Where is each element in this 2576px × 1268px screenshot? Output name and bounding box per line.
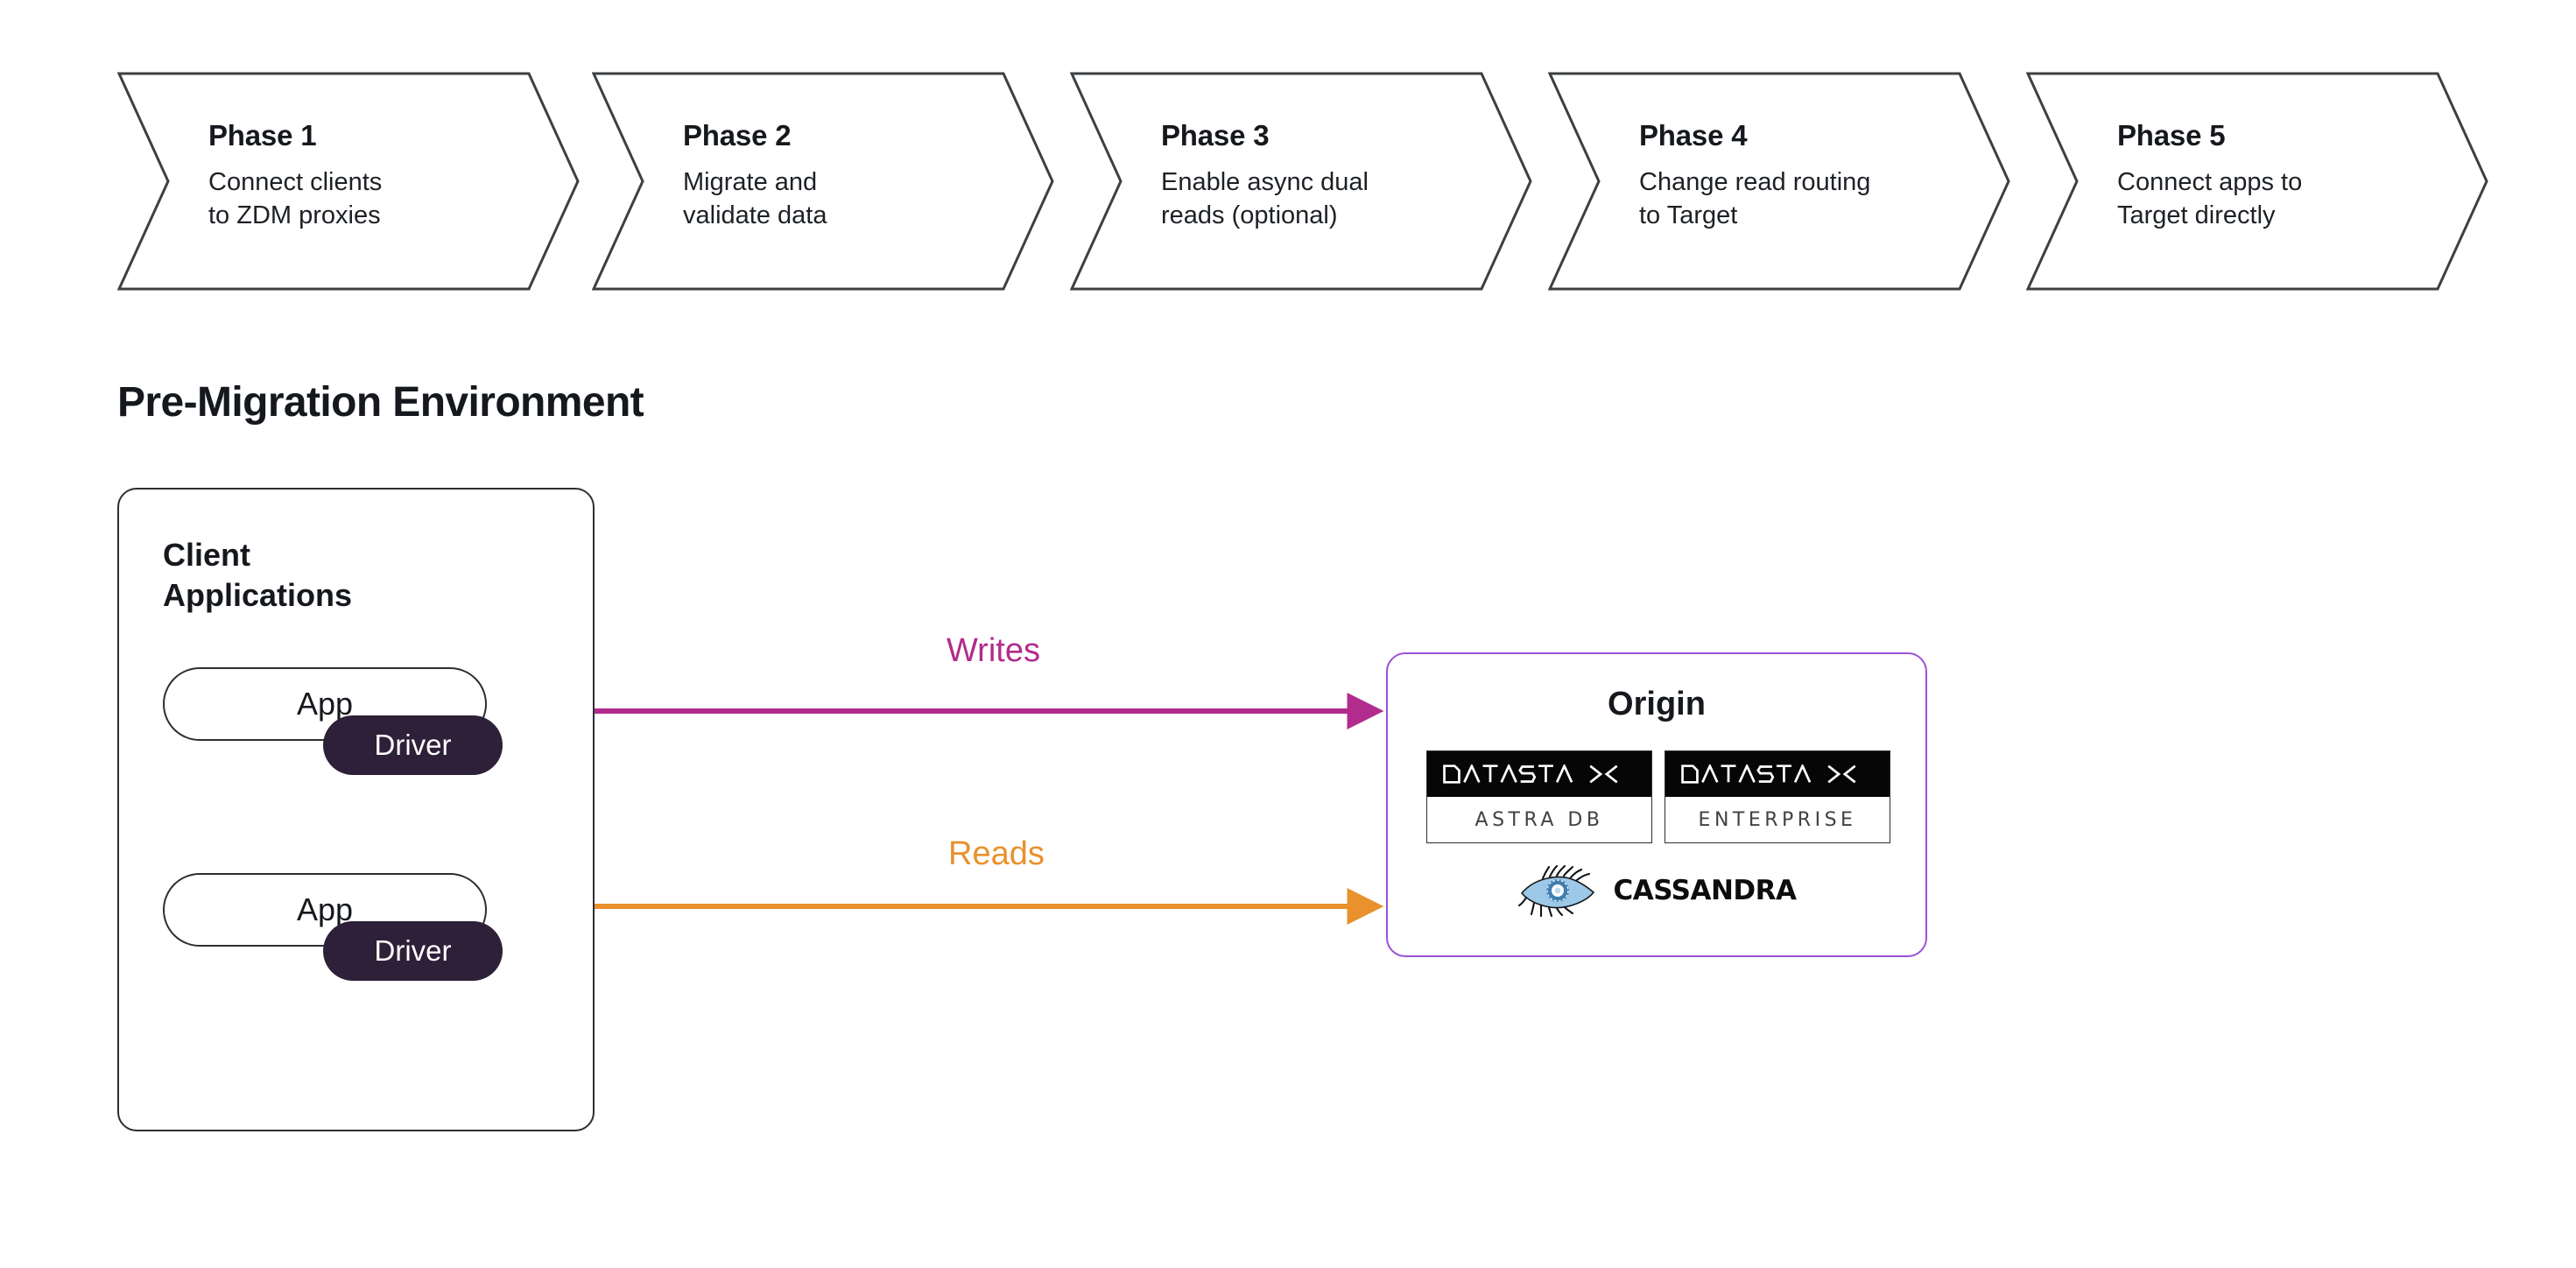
app-unit: App Driver bbox=[163, 873, 503, 981]
phase-description: Migrate and validate data bbox=[683, 167, 827, 230]
phase-title: Phase 4 bbox=[1639, 119, 1748, 151]
origin-product-logos: ASTRA DB ENT bbox=[1426, 750, 1890, 843]
datastax-astra-db-logo: ASTRA DB bbox=[1426, 750, 1652, 843]
cassandra-logo: CASSANDRA bbox=[1388, 864, 1925, 917]
driver-pill[interactable]: Driver bbox=[323, 921, 503, 981]
chevron-outline-icon bbox=[2026, 72, 2488, 291]
phase-chevron-5[interactable]: Phase 5 Connect apps to Target directly bbox=[2026, 72, 2488, 291]
cassandra-wordmark: CASSANDRA bbox=[1613, 875, 1797, 906]
phase-title: Phase 3 bbox=[1161, 119, 1270, 151]
chevron-outline-icon bbox=[592, 72, 1054, 291]
driver-pill[interactable]: Driver bbox=[323, 715, 503, 775]
datastax-enterprise-logo: ENTERPRISE bbox=[1665, 750, 1890, 843]
client-applications-title: Client Applications bbox=[163, 537, 353, 614]
phase-description: Enable async dual reads (optional) bbox=[1161, 167, 1369, 230]
datastax-glyphs-icon bbox=[1443, 764, 1618, 784]
datastax-edition-label: ASTRA DB bbox=[1475, 808, 1604, 831]
phase-strip: Phase 1 Connect clients to ZDM proxies P… bbox=[0, 0, 2576, 298]
chevron-outline-icon bbox=[117, 72, 580, 291]
cassandra-eye-icon bbox=[1518, 864, 1595, 917]
driver-label: Driver bbox=[374, 934, 452, 967]
chevron-outline-icon bbox=[1548, 72, 2010, 291]
phase-description: Connect apps to Target directly bbox=[2117, 167, 2303, 230]
reads-label: Reads bbox=[948, 835, 1045, 872]
chevron-outline-icon bbox=[1070, 72, 1532, 291]
client-applications-box: Client Applications App Driver App Drive… bbox=[117, 488, 595, 1131]
datastax-wordmark-icon bbox=[1427, 751, 1651, 797]
app-label: App bbox=[296, 686, 354, 722]
origin-box: Origin bbox=[1386, 652, 1927, 957]
phase-chevron-4[interactable]: Phase 4 Change read routing to Target bbox=[1548, 72, 2010, 291]
phase-chevron-3[interactable]: Phase 3 Enable async dual reads (optiona… bbox=[1070, 72, 1532, 291]
phase-chevron-2[interactable]: Phase 2 Migrate and validate data bbox=[592, 72, 1054, 291]
driver-label: Driver bbox=[374, 729, 452, 761]
origin-title: Origin bbox=[1608, 686, 1706, 722]
phase-description: Change read routing to Target bbox=[1639, 167, 1871, 230]
datastax-glyphs-icon bbox=[1681, 764, 1856, 784]
page-title: Pre-Migration Environment bbox=[117, 379, 644, 426]
app-label: App bbox=[296, 891, 354, 927]
writes-label: Writes bbox=[947, 632, 1040, 669]
datastax-wordmark-icon bbox=[1665, 751, 1890, 797]
app-unit: App Driver bbox=[163, 667, 503, 775]
phase-title: Phase 1 bbox=[208, 119, 317, 151]
phase-title: Phase 2 bbox=[683, 119, 792, 151]
phase-title: Phase 5 bbox=[2117, 119, 2226, 151]
phase-description: Connect clients to ZDM proxies bbox=[208, 167, 383, 230]
phase-chevron-1[interactable]: Phase 1 Connect clients to ZDM proxies bbox=[117, 72, 580, 291]
datastax-edition-label: ENTERPRISE bbox=[1698, 808, 1857, 831]
